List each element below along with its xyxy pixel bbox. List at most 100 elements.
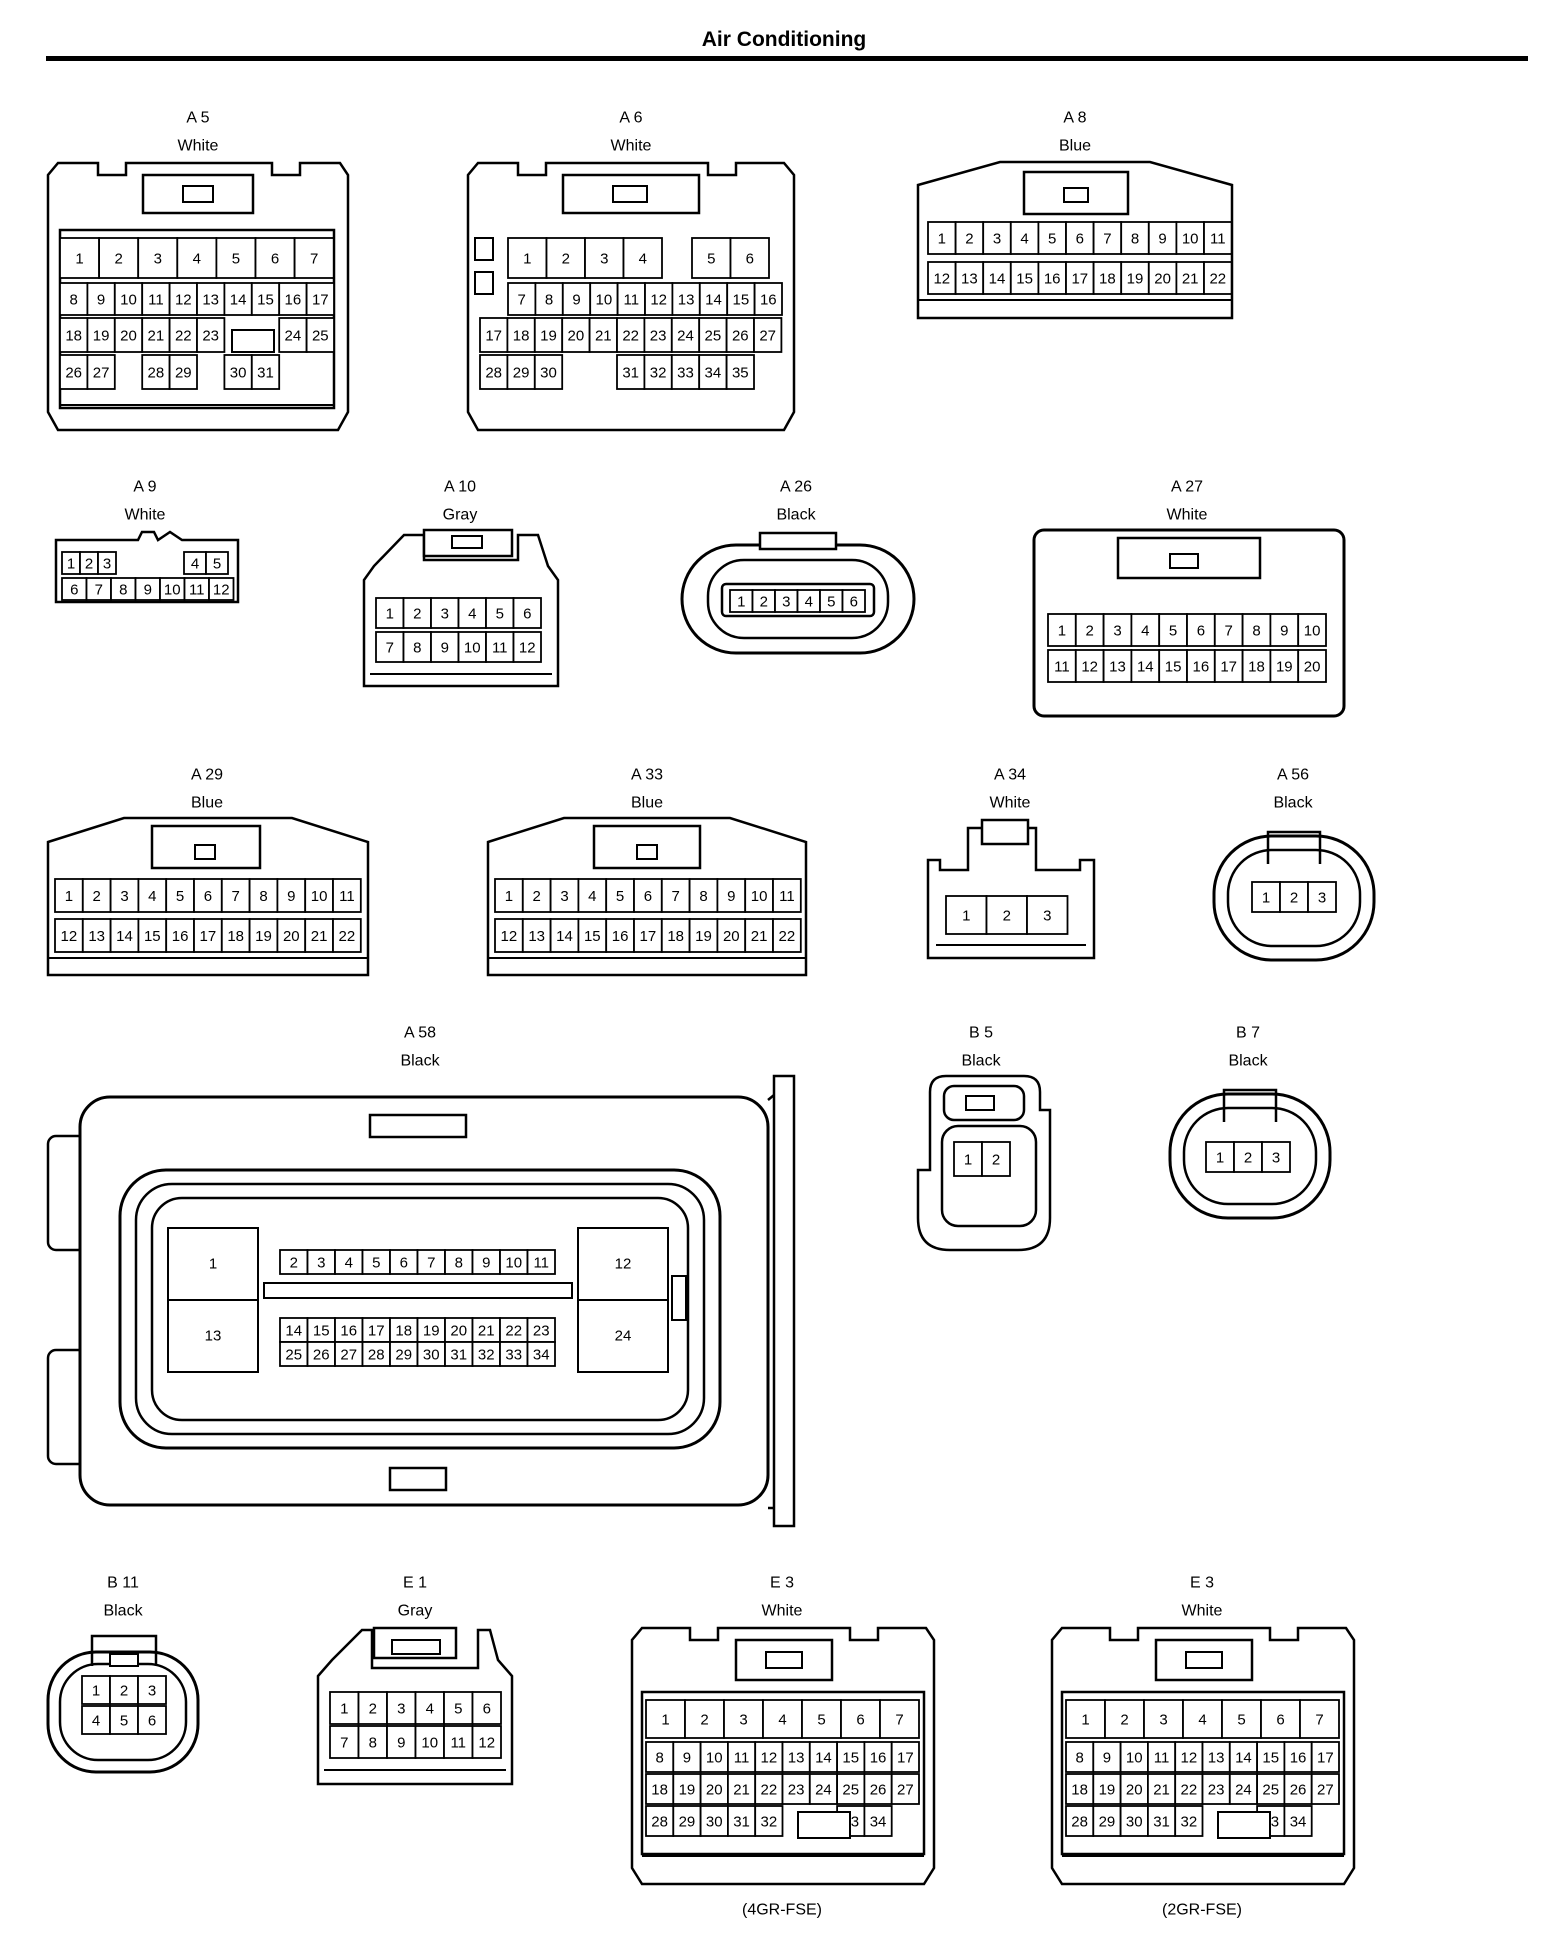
connector-outline [194, 844, 216, 860]
pin-cell [725, 354, 755, 390]
connector-outline [1169, 553, 1199, 569]
pin-cell [1269, 649, 1300, 683]
pin-number: 16 [172, 928, 189, 945]
pin-number: 20 [1154, 271, 1171, 288]
pin-number: 5 [1237, 1712, 1245, 1729]
pin-number: 20 [706, 1782, 723, 1799]
pin-cell [357, 1691, 388, 1725]
connector-label: B 7 [1236, 1025, 1260, 1042]
pin-number: 26 [870, 1782, 887, 1799]
pin-number: 12 [478, 1735, 495, 1752]
pin-number: 12 [615, 1256, 632, 1273]
pin-cell [471, 1725, 502, 1759]
pin-cell [1065, 1699, 1106, 1739]
pin-number: 8 [70, 292, 78, 309]
pin-number: 5 [232, 251, 240, 268]
pin-number: 2 [965, 231, 973, 248]
pin-number: 19 [695, 928, 712, 945]
pin-number: 3 [600, 251, 608, 268]
pin-number: 21 [751, 928, 768, 945]
pin-cell [954, 221, 985, 255]
connector-outline [797, 1811, 851, 1839]
pin-cell [278, 282, 308, 316]
pin-number: 18 [395, 1323, 412, 1340]
pin-number: 5 [454, 1701, 462, 1718]
connector-label: E 1 [403, 1575, 427, 1592]
pin-cell [561, 317, 591, 353]
pin-number: 11 [450, 1735, 466, 1752]
pin-cell [512, 597, 542, 629]
pin-cell [549, 918, 580, 953]
connector-label: A 8 [1063, 110, 1086, 127]
pin-number: 24 [285, 328, 302, 345]
pin-number: 14 [705, 292, 722, 309]
pin-number: 29 [395, 1347, 412, 1364]
pin-number: 9 [144, 582, 152, 599]
pin-number: 10 [1182, 231, 1199, 248]
pin-cell [512, 631, 542, 663]
pin-number: 9 [397, 1735, 405, 1752]
pin-number: 8 [1252, 623, 1260, 640]
pin-number: 23 [650, 328, 667, 345]
pin-number: 19 [423, 1323, 440, 1340]
pin-cell [137, 918, 168, 953]
pin-cell [279, 1341, 309, 1367]
pin-number: 21 [733, 1782, 750, 1799]
pin-number: 22 [505, 1323, 522, 1340]
pin-number: 20 [723, 928, 740, 945]
pin-number: 20 [1126, 1782, 1143, 1799]
pin-number: 15 [144, 928, 161, 945]
pin-number: 9 [441, 640, 449, 657]
pin-number: 6 [1276, 1712, 1284, 1729]
pin-cell [54, 878, 84, 913]
connector-outline [916, 160, 1234, 320]
pin-number: 1 [523, 251, 531, 268]
connector-label: A 29 [191, 767, 223, 784]
pin-number: 12 [1181, 1750, 1198, 1767]
pin-cell [196, 282, 226, 316]
pin-number: 3 [1159, 1712, 1167, 1729]
pin-number: 18 [667, 928, 684, 945]
pin-cell [1065, 1741, 1095, 1773]
connector-label: White [178, 138, 219, 155]
pin-cell [863, 1805, 893, 1837]
pin-number: 26 [732, 328, 749, 345]
pin-cell [549, 878, 580, 913]
pin-number: 9 [572, 292, 580, 309]
connector-outline [612, 185, 648, 203]
pin-number: 19 [1276, 659, 1293, 676]
connector-label: B 11 [107, 1575, 139, 1592]
pin-cell [329, 1725, 360, 1759]
pin-number: 14 [815, 1750, 832, 1767]
pin-number: 3 [1272, 1150, 1280, 1167]
pin-cell [248, 878, 279, 913]
pin-number: 27 [93, 365, 110, 382]
connector-label: A 26 [780, 479, 812, 496]
pin-number: 3 [441, 606, 449, 623]
pin-cell [223, 282, 253, 316]
pin-number: 22 [1181, 1782, 1198, 1799]
pin-number: 7 [1225, 623, 1233, 640]
pin-cell [725, 317, 755, 353]
pin-cell [863, 1773, 893, 1805]
pin-number: 7 [672, 888, 680, 905]
pin-number: 14 [285, 1323, 302, 1340]
pin-cell [726, 282, 756, 316]
pin-number: 4 [426, 1701, 434, 1718]
connector-outline [316, 1628, 514, 1786]
connector-label: Blue [191, 795, 223, 812]
pin-number: 22 [339, 928, 356, 945]
pin-number: 28 [368, 1347, 385, 1364]
pin-cell [772, 918, 802, 953]
pin-number: 32 [478, 1347, 495, 1364]
pin-cell [521, 918, 552, 953]
connector-label: A 9 [133, 479, 156, 496]
pin-cell [416, 1249, 446, 1275]
pin-number: 2 [120, 1683, 128, 1700]
pin-cell [444, 1341, 474, 1367]
pin-number: 24 [677, 328, 694, 345]
pin-number: 8 [413, 640, 421, 657]
